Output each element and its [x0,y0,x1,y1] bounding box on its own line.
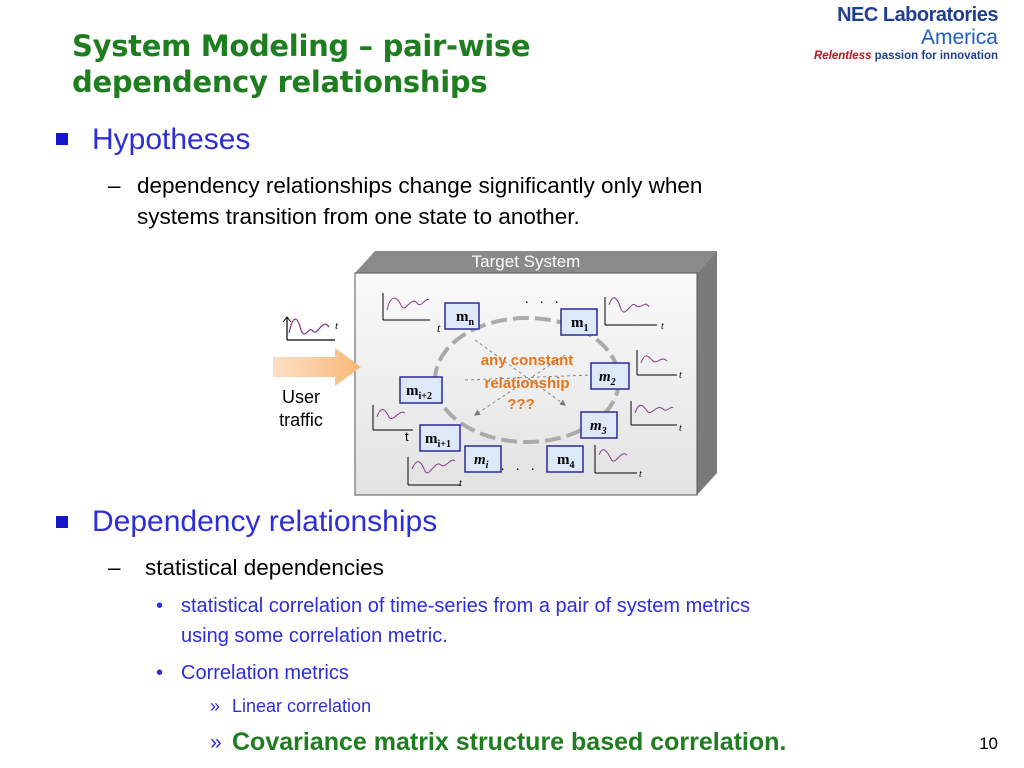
user-label-line2: traffic [279,410,323,430]
correlation-metrics: Correlation metrics [181,662,349,684]
t-label: t [459,478,462,489]
nec-logo-sub: America [920,26,998,49]
bullet-square-icon [56,516,68,528]
bullet-hypotheses: Hypotheses [92,123,251,156]
covariance-correlation: Covariance matrix structure based correl… [232,728,787,756]
statistical-dependencies: statistical dependencies [145,555,384,580]
user-traffic-arrow [273,348,361,386]
dash-marker: – [108,555,121,580]
hypothesis-line-1: dependency relationships change signific… [137,173,703,198]
t-label: t [661,321,664,332]
inner-plots [372,293,677,486]
title-line-1: System Modeling – pair-wise [72,29,531,63]
svg-text:m2: m2 [599,369,616,388]
tagline-emphasis: Relentless [813,50,872,62]
raquo-marker: » [210,696,221,716]
svg-text:m1: m1 [571,315,589,334]
bullet-dependency: Dependency relationships [92,505,438,538]
t-label: t [437,321,441,335]
svg-text:mi+1: mi+1 [425,431,451,450]
nec-logo-main: NEC Laboratories [837,4,998,26]
svg-text:m3: m3 [590,418,607,437]
hypothesis-text: dependency relationships change signific… [137,170,897,232]
center-text-line1: any constant [481,352,574,369]
linear-correlation: Linear correlation [232,696,372,716]
title-line-2: dependency relationships [72,65,488,99]
user-label-line1: User [282,387,320,407]
svg-text:m4: m4 [557,452,575,471]
metric-box-mi: mi [464,445,502,473]
slide-title: System Modeling – pair-wise dependency r… [72,28,632,100]
center-text-line2: relationship [484,375,569,392]
svg-text:mi+2: mi+2 [406,383,432,402]
svg-text:mn: mn [456,309,475,328]
ellipsis-top: . . . [525,292,563,307]
ellipsis-bottom: . . . [501,459,539,474]
center-text-line3: ??? [507,396,535,413]
t-label: t [335,320,339,332]
metric-box-m4: m4 [546,445,584,473]
metric-box-m1: m1 [560,308,598,336]
t-label: t [679,423,682,434]
traffic-plot: t [282,316,339,341]
t-label: t [679,370,682,381]
metric-box-mn: mn [444,302,480,330]
hypothesis-line-2: systems transition from one state to ano… [137,204,580,229]
metric-box-mi2: mi+2 [399,376,443,404]
dot-marker: • [156,662,164,684]
metric-box-m3: m3 [580,411,618,439]
metric-box-mi1: mi+1 [419,424,461,452]
box-side-face [697,251,717,495]
svg-text:mi: mi [474,452,489,471]
dot-marker: • [156,595,164,617]
box-top-face [355,251,717,273]
box-title: Target System [472,252,581,271]
correlation-description: statistical correlation of time-series f… [181,595,751,647]
bullet-square-icon [56,133,68,145]
dash-marker: – [108,173,121,198]
page-number: 10 [979,734,998,753]
nec-logo-tagline: Relentless passion for innovation [814,50,998,62]
tagline-rest: passion for innovation [871,50,998,62]
t-label: t [405,429,409,444]
raquo-marker: » [210,731,222,754]
target-system-diagram: Target System User traffic t t t t t t t… [273,251,717,496]
t-label: t [639,469,642,480]
metric-box-m2: m2 [590,362,630,390]
